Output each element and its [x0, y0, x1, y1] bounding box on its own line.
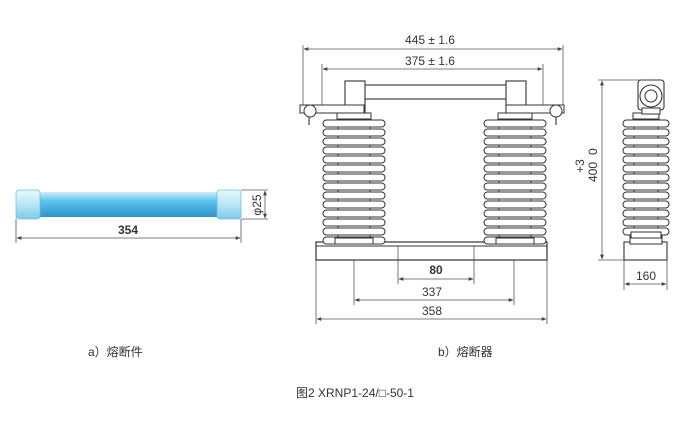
side-width-label: 160	[636, 269, 656, 283]
insulator-shed	[322, 227, 386, 236]
base-length-dimension: 358	[315, 260, 548, 324]
slot-dimension: 80	[397, 246, 475, 284]
overall-width-dimension: 445 ± 1.6	[302, 33, 564, 105]
holder-fuse-tube	[362, 84, 509, 100]
fuse-link	[15, 189, 242, 220]
insulator-shed	[622, 155, 670, 164]
insulator-shed	[322, 155, 386, 164]
figure-caption: 图2 XRNP1-24/□-50-1	[296, 386, 414, 400]
insulator-shed	[483, 191, 547, 200]
insulator-shed	[322, 191, 386, 200]
insulator-shed	[622, 137, 670, 146]
side-tolerance-label: +3	[573, 159, 587, 173]
fuse-diameter-dimension: φ25	[241, 189, 268, 220]
insulator-shed	[322, 164, 386, 173]
side-insulator	[622, 112, 670, 239]
side-view-base	[623, 241, 668, 261]
insulator-shed	[483, 200, 547, 209]
insulator-shed	[622, 218, 670, 227]
insulator-shed	[622, 200, 670, 209]
mount-hole-label: 337	[422, 285, 442, 299]
span-label: 375 ± 1.6	[405, 54, 455, 68]
fuse-right-cap	[216, 189, 242, 220]
insulator-shed	[622, 182, 670, 191]
insulator-shed	[322, 200, 386, 209]
holder-base	[315, 241, 548, 261]
insulator-shed	[483, 164, 547, 173]
slot-label: 80	[429, 263, 443, 277]
holder-caption: b）熔断器	[438, 344, 493, 359]
insulator-shed	[483, 173, 547, 182]
insulator-shed	[483, 146, 547, 155]
insulator-shed	[322, 182, 386, 191]
right-contact	[505, 80, 565, 125]
insulator-shed	[622, 128, 670, 137]
side-height-label: 400	[586, 162, 600, 182]
fuse-diameter-label: φ25	[250, 194, 264, 215]
insulator-shed	[483, 227, 547, 236]
insulator-shed	[622, 119, 670, 128]
insulator-shed	[483, 137, 547, 146]
fuse-caption: a）熔断件	[88, 344, 143, 359]
insulator-shed	[622, 173, 670, 182]
insulator-flange	[630, 231, 662, 239]
insulator-shed	[483, 155, 547, 164]
insulator-cap	[336, 112, 372, 120]
insulator-shed	[322, 209, 386, 218]
side-view-clamp	[637, 79, 665, 115]
fuse-left-cap	[15, 189, 41, 220]
side-width-dimension: 160	[623, 260, 668, 290]
insulator-shed	[322, 146, 386, 155]
fuse-holder	[299, 80, 565, 261]
insulator-shed	[622, 146, 670, 155]
insulator-shed	[322, 119, 386, 128]
left-insulator	[322, 112, 386, 245]
right-insulator	[483, 112, 547, 245]
insulator-shed	[483, 182, 547, 191]
fuse-length-dimension: 354	[15, 219, 242, 243]
side-view	[622, 79, 670, 261]
insulator-shed	[483, 209, 547, 218]
fuse-length-label: 354	[118, 223, 138, 237]
insulator-shed	[322, 128, 386, 137]
left-contact	[299, 80, 366, 125]
mount-hole-dimension: 337	[353, 260, 515, 305]
fuse-tube	[38, 192, 220, 217]
insulator-shed	[322, 218, 386, 227]
overall-width-label: 445 ± 1.6	[405, 33, 455, 47]
insulator-cap	[497, 112, 533, 120]
span-dimension: 375 ± 1.6	[321, 54, 544, 105]
insulator-shed	[622, 191, 670, 200]
insulator-flange	[334, 237, 374, 245]
insulator-shed	[622, 209, 670, 218]
insulator-shed	[322, 173, 386, 182]
side-height-sub-label: 0	[586, 148, 600, 155]
insulator-shed	[483, 119, 547, 128]
side-height-dimension: 400 0 +3	[573, 79, 640, 261]
insulator-flange	[495, 237, 535, 245]
base-length-label: 358	[422, 304, 442, 318]
insulator-shed	[622, 164, 670, 173]
insulator-shed	[322, 137, 386, 146]
insulator-shed	[483, 218, 547, 227]
insulator-shed	[483, 128, 547, 137]
